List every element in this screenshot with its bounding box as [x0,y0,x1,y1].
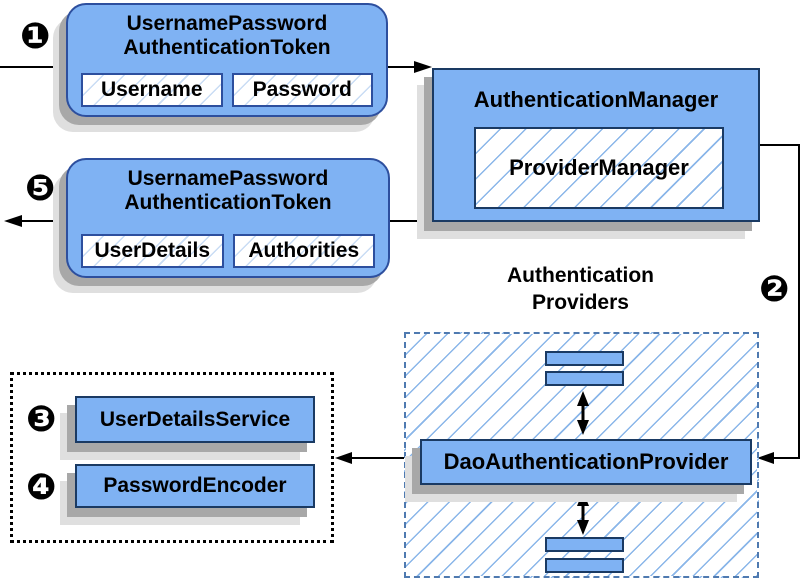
step-3-badge: ❸ [26,398,57,439]
user-details-service-label: UserDetailsService [99,407,291,431]
password-field-box: Password [231,73,373,107]
provider-stack-bottom-bar-1 [545,537,624,552]
password-field-label: Password [252,78,352,101]
left-arrowhead-icon [757,452,774,464]
provider-manager-label: ProviderManager [509,155,689,180]
response-token-title: UsernamePassword AuthenticationToken [68,160,388,215]
providers-heading-line1: Authentication [507,264,654,287]
request-token-title: UsernamePassword AuthenticationToken [68,5,386,60]
bidirectional-arrow-icon [577,491,589,535]
services-box: UserDetailsService PasswordEncoder [10,372,334,543]
userdetails-field-label: UserDetails [94,239,211,262]
request-token-fields: Username Password [81,73,373,107]
provider-stack-bottom-bar-2 [545,558,624,573]
provider-manager-box: ProviderManager [474,127,724,209]
left-arrowhead-icon [4,215,22,227]
outgoing-response-arrow [4,215,68,227]
left-arrowhead-icon [335,452,352,464]
right-arrowhead-icon [414,61,432,73]
username-field-box: Username [81,73,223,107]
response-token-title-line1: UsernamePassword [127,167,329,190]
password-encoder-label: PasswordEncoder [103,474,287,497]
authentication-providers-box: DaoAuthenticationProvider [404,332,759,578]
username-field-label: Username [100,78,203,101]
provider-to-services-arrow [335,452,405,464]
step-2-badge: ❷ [759,268,790,309]
authentication-providers-heading: Authentication Providers [448,262,713,316]
response-token-fields: UserDetails Authorities [81,234,375,268]
request-token-box: UsernamePassword AuthenticationToken Use… [66,3,388,117]
bidirectional-arrow-icon [577,391,589,435]
password-encoder-box: PasswordEncoder [75,464,315,508]
authorities-field-box: Authorities [232,234,375,268]
user-details-service-box: UserDetailsService [75,396,315,443]
authorities-field-label: Authorities [248,239,360,262]
request-token-title-line1: UsernamePassword [126,12,328,35]
userdetails-field-box: UserDetails [81,234,224,268]
authentication-manager-title: AuthenticationManager [473,87,719,112]
response-token-title-line2: AuthenticationToken [124,191,332,214]
request-token-title-line2: AuthenticationToken [123,36,331,59]
provider-stack-top-bar-1 [545,351,624,366]
manager-to-provider-arrow [757,144,800,464]
step-4-badge: ❹ [26,466,57,507]
step-1-badge: ❶ [20,15,51,56]
response-token-box: UsernamePassword AuthenticationToken Use… [66,158,390,278]
incoming-request-arrow [0,61,432,73]
providers-heading-line2: Providers [532,291,629,314]
dao-authentication-provider-box: DaoAuthenticationProvider [420,439,752,485]
dao-authentication-provider-label: DaoAuthenticationProvider [443,449,729,474]
step-5-badge: ❺ [25,167,56,208]
provider-stack-top-bar-2 [545,371,624,386]
authentication-manager-box: AuthenticationManager ProviderManager [432,68,760,222]
